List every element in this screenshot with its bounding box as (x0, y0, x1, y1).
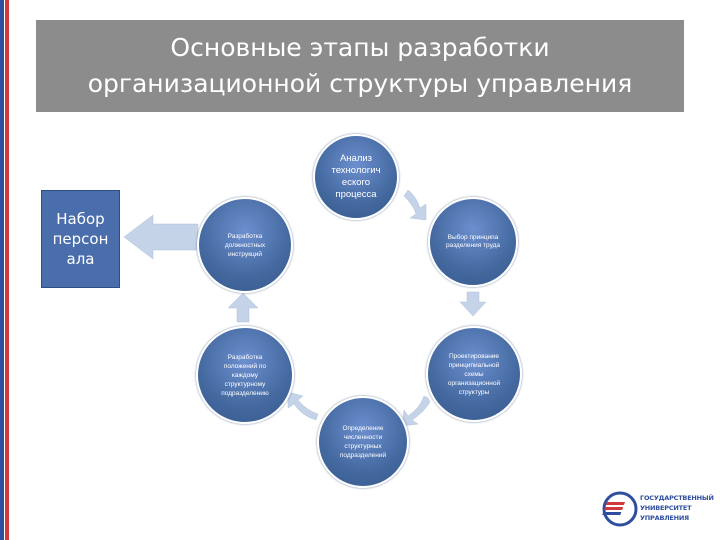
recruitment-label: Набор персон ала (52, 210, 109, 268)
recruitment-box: Набор персон ала (41, 190, 120, 288)
logo-text: ГОСУДАРСТВЕННЫЙ УНИВЕРСИТЕТ УПРАВЛЕНИЯ (640, 494, 714, 522)
node-job-instructions-label: Разработка должностных инструкций (224, 232, 266, 258)
arrow-regulations-to-instructions (227, 292, 259, 323)
node-design-scheme: Проектирование принципиальной схемы орга… (426, 326, 522, 422)
node-unit-regulations-label: Разработка положений по каждому структур… (221, 353, 269, 397)
arrow-to-recruitment (123, 214, 199, 260)
arrow-headcount-to-regulations (287, 391, 319, 421)
node-headcount: Определение численности структурных подр… (317, 396, 409, 488)
node-headcount-label: Определение численности структурных подр… (339, 425, 387, 459)
arrow-analysis-to-division (403, 189, 427, 221)
arrow-division-to-design (459, 291, 487, 317)
node-analysis: Анализ технологич еского процесса (313, 134, 399, 220)
node-division-of-labor-label: Выбор принципа разделения труда (445, 233, 501, 250)
slide-title: Основные этапы разработки организационно… (87, 33, 633, 98)
node-job-instructions: Разработка должностных инструкций (197, 197, 293, 293)
university-logo: ГОСУДАРСТВЕННЫЙ УНИВЕРСИТЕТ УПРАВЛЕНИЯ (602, 491, 714, 527)
side-stripe (0, 0, 10, 540)
node-analysis-label: Анализ технологич еского процесса (331, 153, 381, 200)
side-stripe-red (5, 0, 9, 540)
university-emblem-icon (602, 491, 638, 527)
arrow-design-to-headcount (401, 395, 431, 427)
node-design-scheme-label: Проектирование принципиальной схемы орга… (447, 352, 501, 396)
side-stripe-blue (0, 0, 4, 540)
node-division-of-labor: Выбор принципа разделения труда (428, 197, 518, 287)
node-unit-regulations: Разработка положений по каждому структур… (196, 326, 294, 424)
title-bar: Основные этапы разработки организационно… (36, 20, 684, 112)
